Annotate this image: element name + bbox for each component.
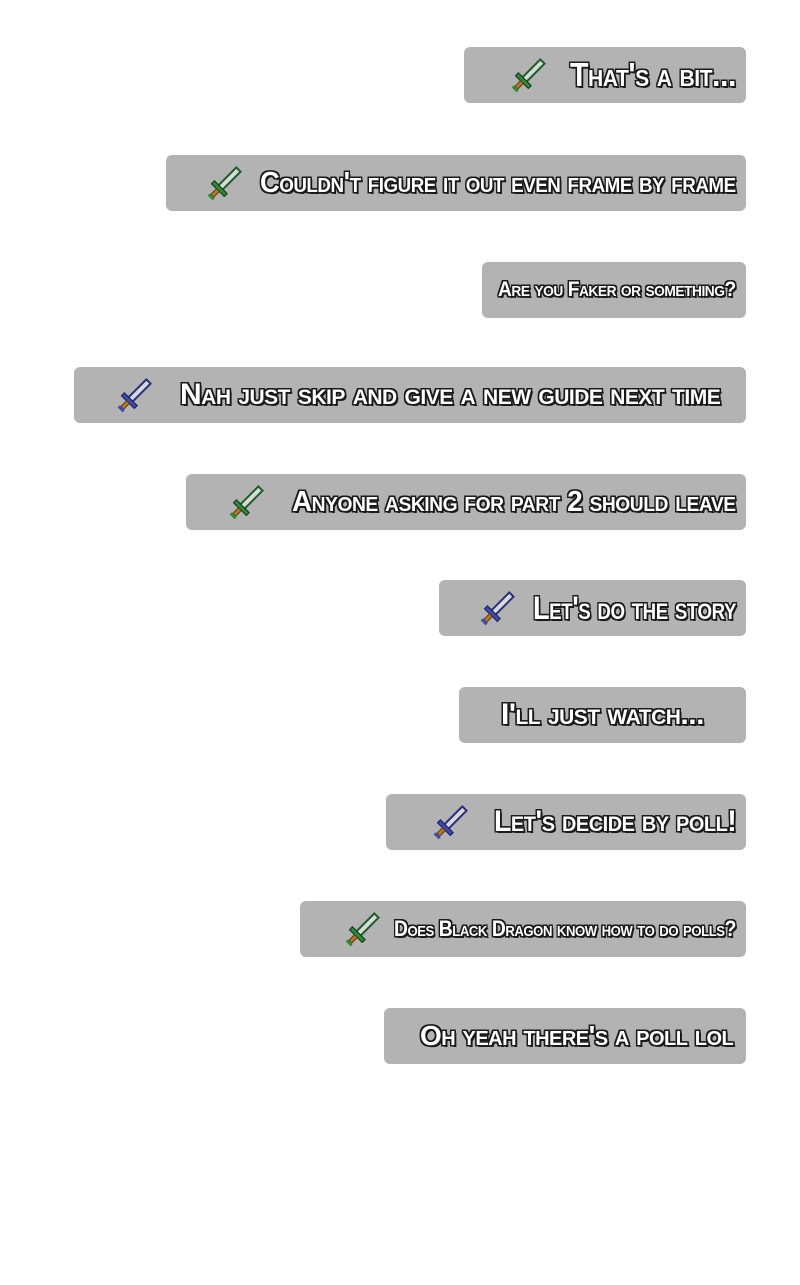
- chat-message-text: Nah just skip and give a new guide next …: [180, 378, 721, 411]
- sword-blue-icon: [112, 372, 158, 418]
- sword-green-icon: [506, 52, 552, 98]
- chat-message: Couldn't figure it out even frame by fra…: [166, 155, 746, 211]
- sword-blue-icon: [475, 585, 521, 631]
- sword-green-icon: [224, 479, 270, 525]
- chat-message: Does Black Dragon know how to do polls?: [300, 901, 746, 957]
- chat-message: That's a bit...: [464, 47, 746, 103]
- chat-message-text: Let's decide by poll!: [494, 805, 737, 838]
- sword-green-icon: [340, 906, 386, 952]
- chat-message: I'll just watch...: [459, 687, 746, 743]
- chat-message-text: Anyone asking for part 2 should leave: [292, 486, 736, 518]
- chat-message-text: Are you Faker or something?: [498, 278, 736, 301]
- chat-message-text: Let's do the story: [533, 590, 737, 626]
- chat-message: Are you Faker or something?: [482, 262, 746, 318]
- sword-blue-icon: [428, 799, 474, 845]
- chat-message-text: Does Black Dragon know how to do polls?: [394, 916, 736, 941]
- chat-message: Nah just skip and give a new guide next …: [74, 367, 746, 423]
- sword-green-icon: [202, 160, 248, 206]
- chat-message: Let's decide by poll!: [386, 794, 746, 850]
- chat-message: Let's do the story: [439, 580, 746, 636]
- chat-message-text: Oh yeah there's a poll lol: [420, 1020, 734, 1051]
- chat-message-text: Couldn't figure it out even frame by fra…: [260, 167, 736, 199]
- chat-message-text: That's a bit...: [570, 56, 736, 93]
- chat-message: Anyone asking for part 2 should leave: [186, 474, 746, 530]
- chat-message: Oh yeah there's a poll lol: [384, 1008, 746, 1064]
- chat-message-text: I'll just watch...: [501, 698, 704, 731]
